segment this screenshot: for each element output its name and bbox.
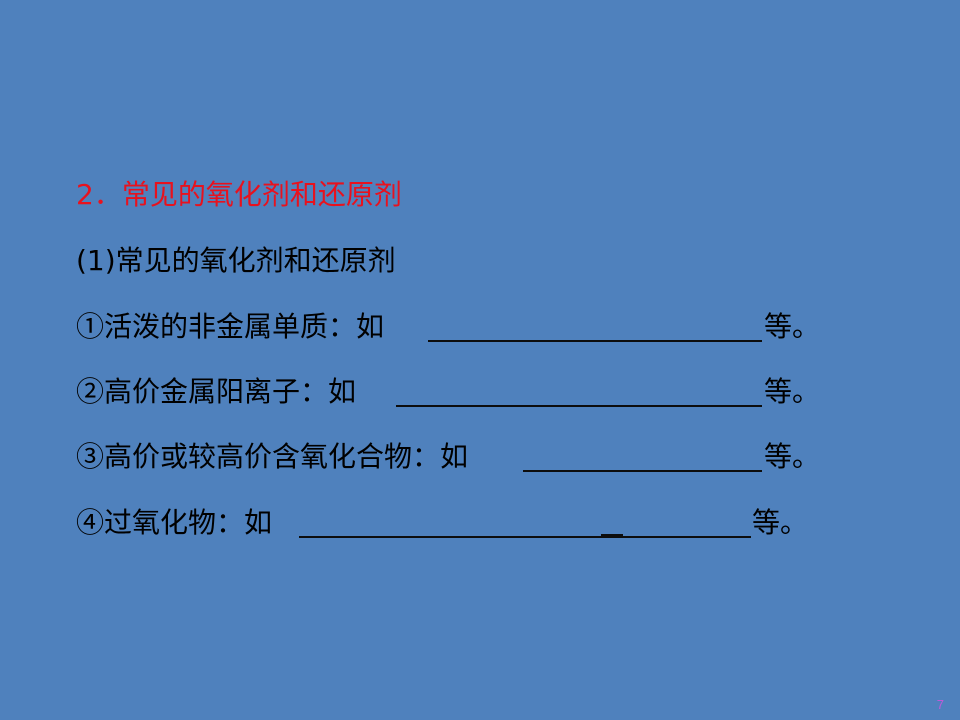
subsection-title: (1)常见的氧化剂和还原剂 xyxy=(76,244,396,277)
item-1-prefix: ①活泼的非金属单质：如 xyxy=(76,310,385,343)
item-2-suffix: 等。 xyxy=(764,375,821,408)
item-2-blank[interactable] xyxy=(396,405,762,407)
item-3-suffix: 等。 xyxy=(764,440,821,473)
item-4-suffix: 等。 xyxy=(752,506,809,539)
item-2-prefix: ②高价金属阳离子：如 xyxy=(76,375,357,408)
item-4-blank-mark xyxy=(601,534,623,536)
page-number: 7 xyxy=(936,697,944,712)
item-3-blank[interactable] xyxy=(523,470,762,472)
item-3-prefix: ③高价或较高价含氧化合物：如 xyxy=(76,440,469,473)
item-1-suffix: 等。 xyxy=(764,310,821,343)
item-1-blank[interactable] xyxy=(428,340,762,342)
item-4-blank[interactable] xyxy=(299,536,751,538)
section-heading: 2．常见的氧化剂和还原剂 xyxy=(76,178,402,211)
item-4-prefix: ④过氧化物：如 xyxy=(76,506,273,539)
